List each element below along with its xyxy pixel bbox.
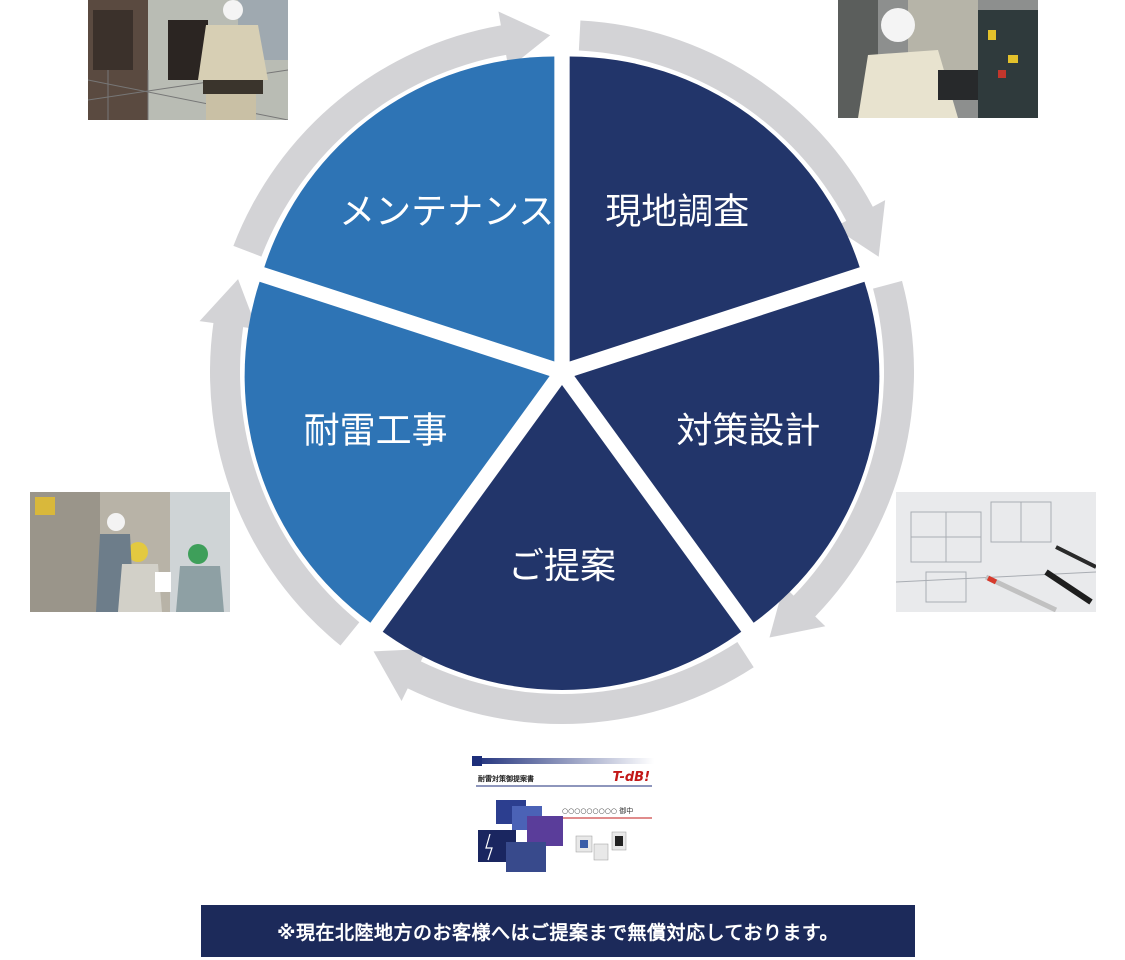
arrow-proposal [373,642,754,725]
step-label-countermeasure-design: 対策設計 [676,411,820,452]
cycle-arrows [199,11,914,725]
sector-proposal [382,385,742,690]
free-service-notice: ※現在北陸地方のお客様へはご提案まで無償対応しております。 [201,905,915,957]
arrow-site-survey [578,20,886,257]
cycle-sectors [244,56,880,690]
photo-site-survey [838,0,1038,118]
step-label-site-survey: 現地調査 [605,191,749,232]
document-title: 耐雷対策御提案書 [478,775,534,783]
photo-maintenance [88,0,288,120]
sector-maintenance [264,56,555,362]
arrow-countermeasure-design [769,280,914,638]
step-label-proposal: ご提案 [508,546,616,587]
document-logo-text: T-dB! [612,770,651,785]
step-label-lightning-work: 耐雷工事 [304,411,448,452]
document-addressee: ○○○○○○○○○ 御中 [562,807,634,815]
photo-blueprint [896,492,1096,612]
arrow-lightning-work [199,279,360,646]
photo-construction [30,492,230,612]
arrow-maintenance [233,11,551,257]
sector-lightning-work [244,281,550,623]
proposal-document-thumbnail: 耐雷対策御提案書 T-dB! ○○○○○○○○○ 御中 [472,756,654,872]
sector-site-survey [569,56,860,362]
step-label-maintenance: メンテナンス [339,191,554,232]
sector-countermeasure-design [574,281,880,623]
